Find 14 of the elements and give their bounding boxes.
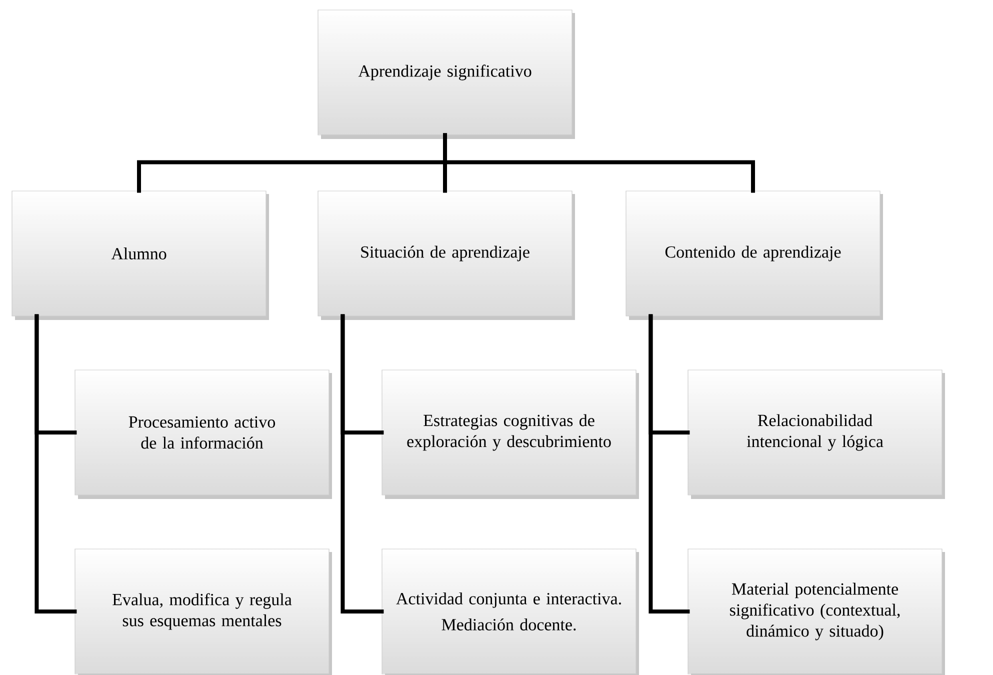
process-box: Aprendizaje significativo	[318, 10, 575, 139]
process-box: Alumno	[12, 190, 269, 320]
connector	[443, 133, 755, 193]
connector	[340, 314, 384, 614]
process-box: Estrategias cognitivas de exploración y descubrimiento	[382, 370, 639, 499]
process-box: Contenido de aprendizaje	[626, 190, 883, 320]
process-box: Relacionabilidad intencional y lógica	[688, 370, 945, 499]
connector	[34, 314, 77, 614]
process-box: Evalua, modifica y regula sus esquemas mentales	[74, 548, 332, 675]
process-box: Actividad conjunta e interactiva. Mediación docente.	[382, 548, 639, 675]
process-box: Situación de aprendizaje	[318, 190, 575, 320]
process-box: Procesamiento activo de la información	[74, 370, 332, 499]
process-box: Material potencialmente significativo (contextual, dinámico y situado)	[688, 548, 945, 675]
connector	[648, 314, 690, 614]
